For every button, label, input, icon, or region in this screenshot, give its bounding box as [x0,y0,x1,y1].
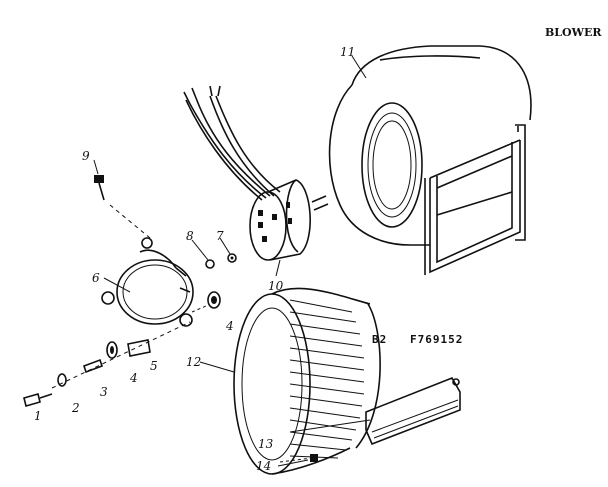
motor-mount-bracket [101,237,194,327]
blower-cutoff-plate [279,377,461,463]
diagram-title: BLOWER [545,26,602,39]
mount-hardware [23,175,237,407]
callout-11: 11 [340,45,355,59]
callout-10: 10 [268,279,284,293]
callout-13: 13 [258,437,274,451]
part-number: F769152 [410,333,463,346]
blower-housing [328,45,532,275]
callout-14: 14 [256,459,271,473]
callout-5: 5 [150,359,158,373]
callout-leaders [93,55,371,467]
callout-7: 7 [216,229,224,243]
callout-12: 12 [186,355,201,369]
section-code: B2 [372,333,387,346]
callout-4-upper: 4 [225,319,234,333]
blower-motor [183,85,329,261]
callout-3: 3 [100,385,108,399]
callout-6: 6 [92,271,100,285]
callout-1: 1 [34,409,42,423]
callout-8: 8 [186,229,194,243]
callout-9: 9 [82,149,90,163]
blower-wheel [233,287,381,475]
callout-2: 2 [71,401,80,415]
callout-4-lower: 4 [129,371,138,385]
